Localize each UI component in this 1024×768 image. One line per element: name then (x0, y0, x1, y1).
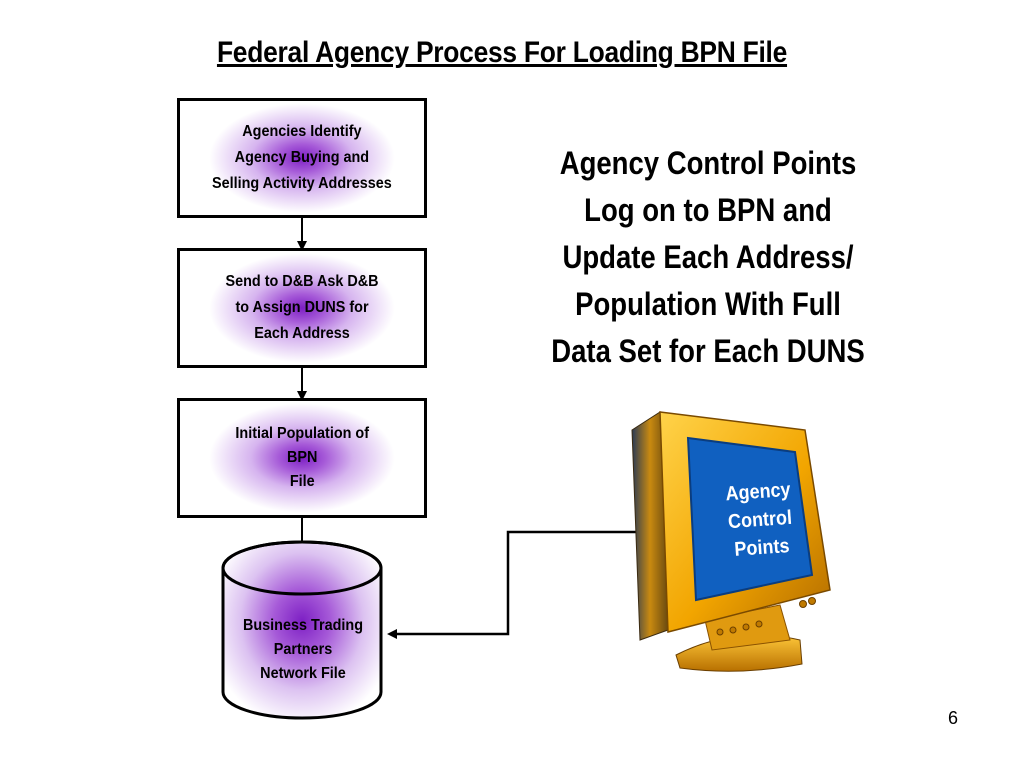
step-2-line-2: to Assign DUNS for (235, 299, 369, 316)
step-1-line-1: Agencies Identify (242, 123, 362, 140)
page-number: 6 (948, 708, 959, 728)
description-line-5: Data Set for Each DUNS (551, 333, 865, 369)
step-3-line-2: BPN (286, 449, 318, 466)
database-label: Business Trading Partners Network File (232, 614, 374, 686)
computer-monitor-icon (631, 411, 831, 672)
description-line-3: Update Each Address/ (562, 239, 854, 275)
step-3-line-3: File (289, 473, 315, 490)
description-line-4: Population With Full (575, 286, 841, 322)
monitor-screen-label: Agency Control Points (703, 474, 817, 565)
step-2-line-3: Each Address (254, 325, 350, 342)
step-2-line-1: Send to D&B Ask D&B (225, 273, 379, 290)
database-line-1: Business Trading (242, 617, 364, 634)
step-box-assign-duns: Send to D&B Ask D&B to Assign DUNS for E… (177, 248, 427, 368)
page-title: Federal Agency Process For Loading BPN F… (216, 36, 788, 69)
step-1-line-3: Selling Activity Addresses (212, 175, 392, 192)
step-box-identify-addresses: Agencies Identify Agency Buying and Sell… (177, 98, 427, 218)
description-line-2: Log on to BPN and (584, 192, 832, 228)
database-cylinder (221, 540, 383, 720)
step-box-initial-population: Initial Population of BPN File (177, 398, 427, 518)
step-3-line-1: Initial Population of (235, 425, 369, 442)
step-1-line-2: Agency Buying and (234, 149, 370, 166)
control-points-description: Agency Control Points Log on to BPN and … (527, 140, 888, 375)
monitor-to-database-connector (387, 530, 642, 639)
database-line-3: Network File (260, 665, 346, 682)
description-line-1: Agency Control Points (559, 145, 857, 181)
database-line-2: Partners (273, 641, 333, 658)
